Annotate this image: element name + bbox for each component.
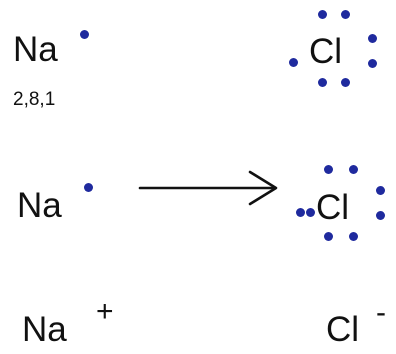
- sodium-valence-electron-row1: [80, 30, 89, 39]
- chlorine-electron-dot: [341, 10, 350, 19]
- chlorine-electron-dot: [289, 58, 298, 67]
- chloride-ion-charge: -: [376, 296, 386, 329]
- sodium-ion-charge: +: [96, 295, 114, 328]
- transferred-electron-dot: [306, 208, 315, 217]
- sodium-valence-electron-row2: [84, 183, 93, 192]
- chlorine-electron-dot: [349, 232, 358, 241]
- sodium-symbol-row2: Na: [17, 186, 62, 225]
- chlorine-symbol-row2: Cl: [316, 188, 350, 227]
- sodium-symbol-row1: Na: [13, 30, 58, 69]
- chlorine-electron-dot: [318, 10, 327, 19]
- chloride-ion-symbol: Cl: [326, 310, 360, 349]
- chlorine-electron-dot: [376, 186, 385, 195]
- sodium-electron-configuration: 2,8,1: [13, 89, 56, 110]
- chlorine-electron-dot: [376, 211, 385, 220]
- chlorine-electron-dot: [368, 59, 377, 68]
- chlorine-electron-dot: [368, 34, 377, 43]
- chlorine-electron-dot: [324, 165, 333, 174]
- chlorine-electron-dot: [318, 78, 327, 87]
- sodium-ion-symbol: Na: [22, 310, 67, 349]
- chlorine-electron-dot: [324, 232, 333, 241]
- chlorine-electron-dot: [296, 208, 305, 217]
- right-arrow-icon: [138, 170, 278, 206]
- chlorine-electron-dot: [341, 78, 350, 87]
- chlorine-symbol-row1: Cl: [309, 32, 343, 71]
- chlorine-electron-dot: [349, 165, 358, 174]
